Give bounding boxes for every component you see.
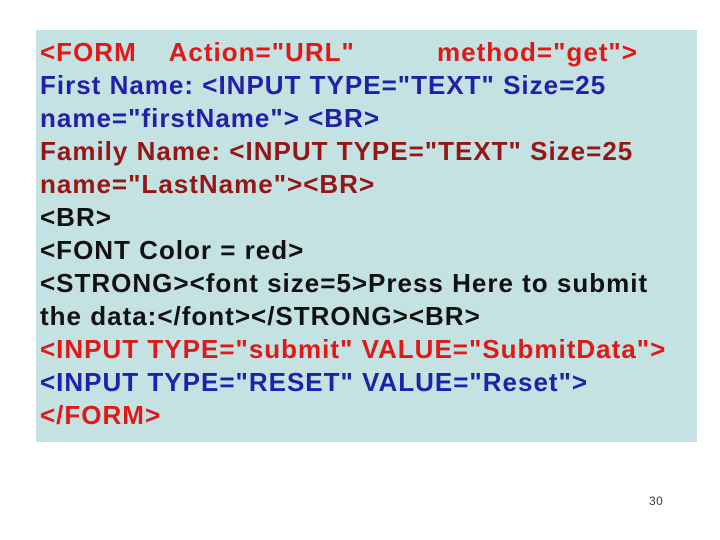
code-line: First Name: <INPUT TYPE="TEXT" Size=25 — [40, 70, 607, 100]
code-line: <INPUT TYPE="submit" VALUE="SubmitData"> — [40, 334, 667, 364]
code-line: <INPUT TYPE="RESET" VALUE="Reset"> — [40, 367, 589, 397]
code-line: <BR> — [40, 202, 112, 232]
code-line: </FORM> — [40, 400, 162, 430]
code-line: name="firstName"> <BR> — [40, 103, 381, 133]
code-line: <FORM Action="URL" method="get"> — [40, 37, 638, 67]
code-line: <FONT Color = red> — [40, 235, 305, 265]
code-line: the data:</font></STRONG><BR> — [40, 301, 481, 331]
code-line: name="LastName"><BR> — [40, 169, 376, 199]
html-code-block: <FORM Action="URL" method="get">First Na… — [36, 30, 697, 442]
code-line: Family Name: <INPUT TYPE="TEXT" Size=25 — [40, 136, 634, 166]
code-line: <STRONG><font size=5>Press Here to submi… — [40, 268, 649, 298]
page-number: 30 — [649, 494, 664, 508]
